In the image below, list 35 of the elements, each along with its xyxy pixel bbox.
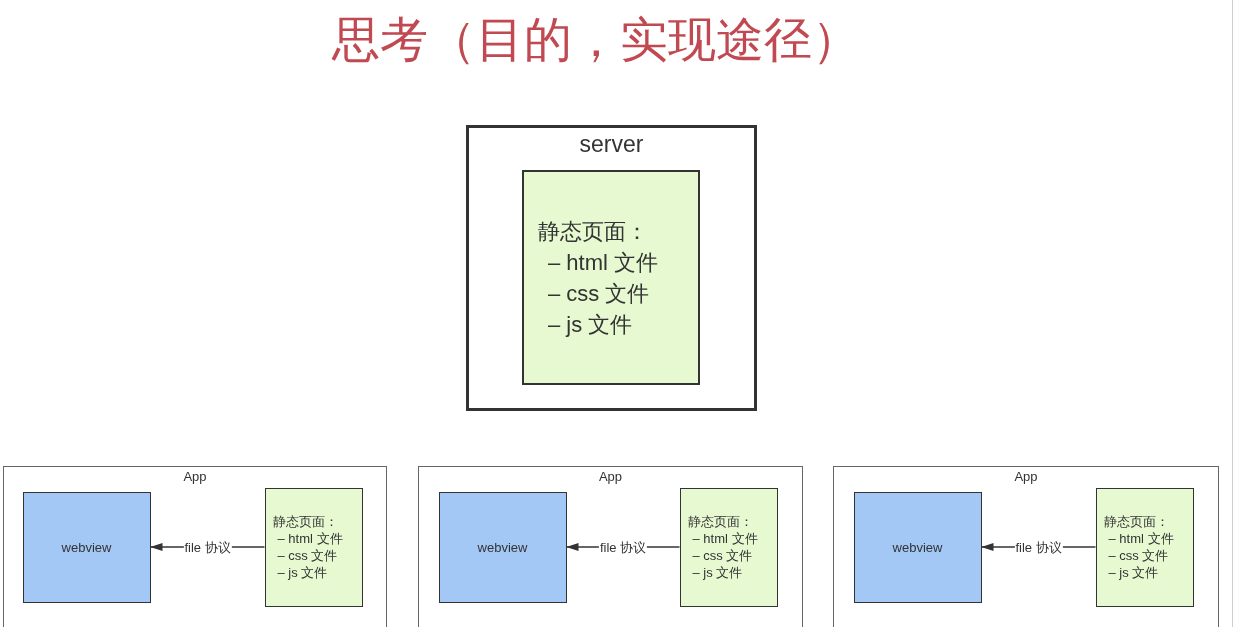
note-box <box>522 170 700 385</box>
list-item: – html 文件 <box>548 248 659 277</box>
note-box <box>1095 487 1194 607</box>
panel-label: App <box>183 469 207 485</box>
list-heading: 静态页面： <box>538 217 648 246</box>
list-heading: 静态页面： <box>1103 513 1169 530</box>
note-box <box>264 487 363 607</box>
container-box <box>466 125 757 411</box>
app-panel <box>833 466 1219 627</box>
panel-label: App <box>1014 469 1038 485</box>
list-item: – js 文件 <box>277 564 328 581</box>
note-box <box>679 487 778 607</box>
app-panel <box>3 466 387 627</box>
webview-box: webview <box>853 491 982 603</box>
title: 思考（目的，实现途径） <box>332 12 860 68</box>
list-item: – html 文件 <box>1108 530 1174 547</box>
list-item: – js 文件 <box>548 310 633 339</box>
webview-box: webview <box>22 491 151 603</box>
webview-box: webview <box>438 491 567 603</box>
list-heading: 静态页面： <box>687 513 753 530</box>
edge-label: file 协议 <box>183 539 232 555</box>
list-item: – html 文件 <box>692 530 758 547</box>
list-item: – css 文件 <box>692 547 753 564</box>
list-item: – css 文件 <box>548 279 650 308</box>
edge-label: file 协议 <box>1014 539 1063 555</box>
container-label: server <box>579 130 644 158</box>
list-item: – css 文件 <box>1108 547 1169 564</box>
list-item: – js 文件 <box>1108 564 1159 581</box>
edge-label: file 协议 <box>598 539 648 555</box>
list-item: – html 文件 <box>277 530 343 547</box>
app-panel <box>418 466 803 627</box>
panel-label: App <box>598 469 623 485</box>
list-heading: 静态页面： <box>272 513 338 530</box>
list-item: – js 文件 <box>692 564 743 581</box>
list-item: – css 文件 <box>277 547 338 564</box>
